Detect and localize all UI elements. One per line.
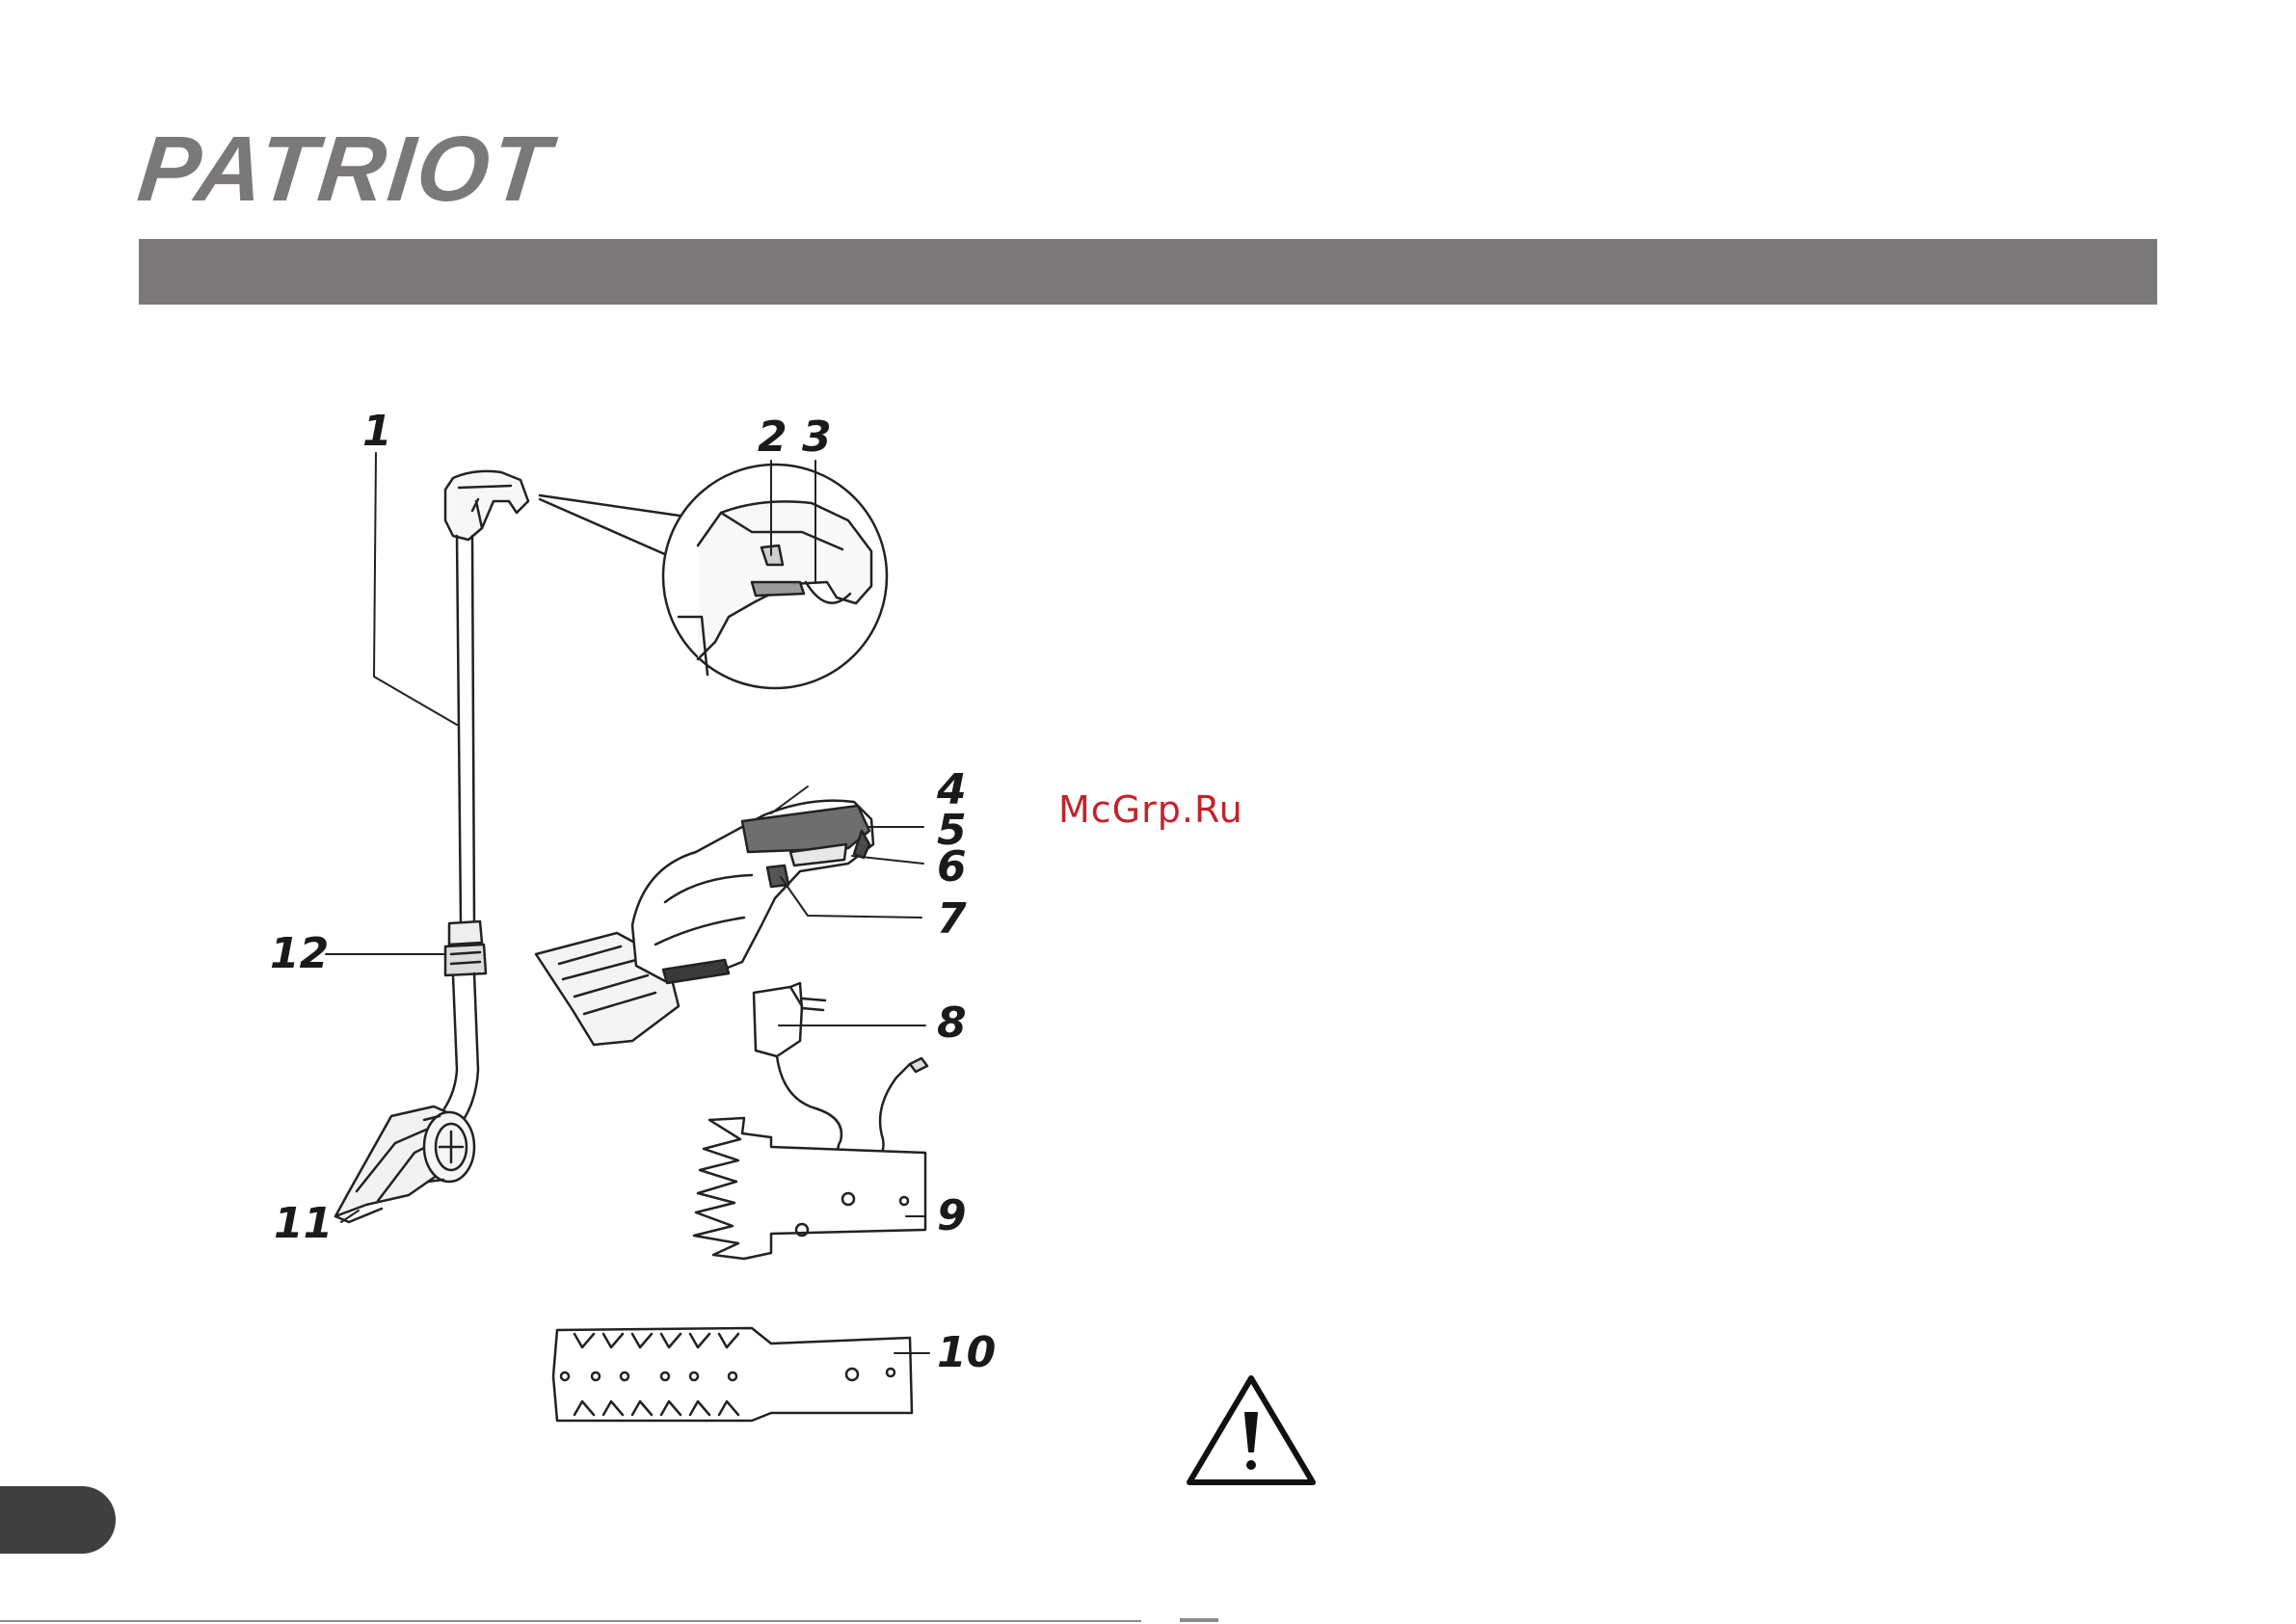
hedge-blade-illustration bbox=[553, 1328, 912, 1421]
charger-illustration bbox=[754, 983, 927, 1160]
callout-12: 12 bbox=[270, 929, 329, 978]
callout-10: 10 bbox=[937, 1328, 996, 1377]
cordless-shears-illustration bbox=[536, 801, 873, 1045]
callout-7: 7 bbox=[937, 894, 967, 944]
warning-triangle-icon bbox=[1189, 1378, 1313, 1482]
handle-detail-zoom bbox=[540, 465, 887, 688]
callout-11: 11 bbox=[274, 1199, 333, 1248]
callout-8: 8 bbox=[937, 998, 967, 1048]
telescopic-handle-illustration bbox=[335, 471, 528, 1222]
footer-rule bbox=[0, 1620, 1141, 1622]
page-number-tab bbox=[0, 1486, 116, 1554]
footer-mark bbox=[1180, 1618, 1218, 1622]
callout-3: 3 bbox=[802, 413, 832, 462]
grass-blade-illustration bbox=[694, 1118, 925, 1259]
callout-2: 2 bbox=[758, 413, 788, 462]
watermark-text: McGrp.Ru bbox=[1058, 788, 1243, 831]
callout-9: 9 bbox=[937, 1191, 967, 1240]
callout-1: 1 bbox=[362, 407, 392, 456]
callout-6: 6 bbox=[937, 842, 967, 892]
